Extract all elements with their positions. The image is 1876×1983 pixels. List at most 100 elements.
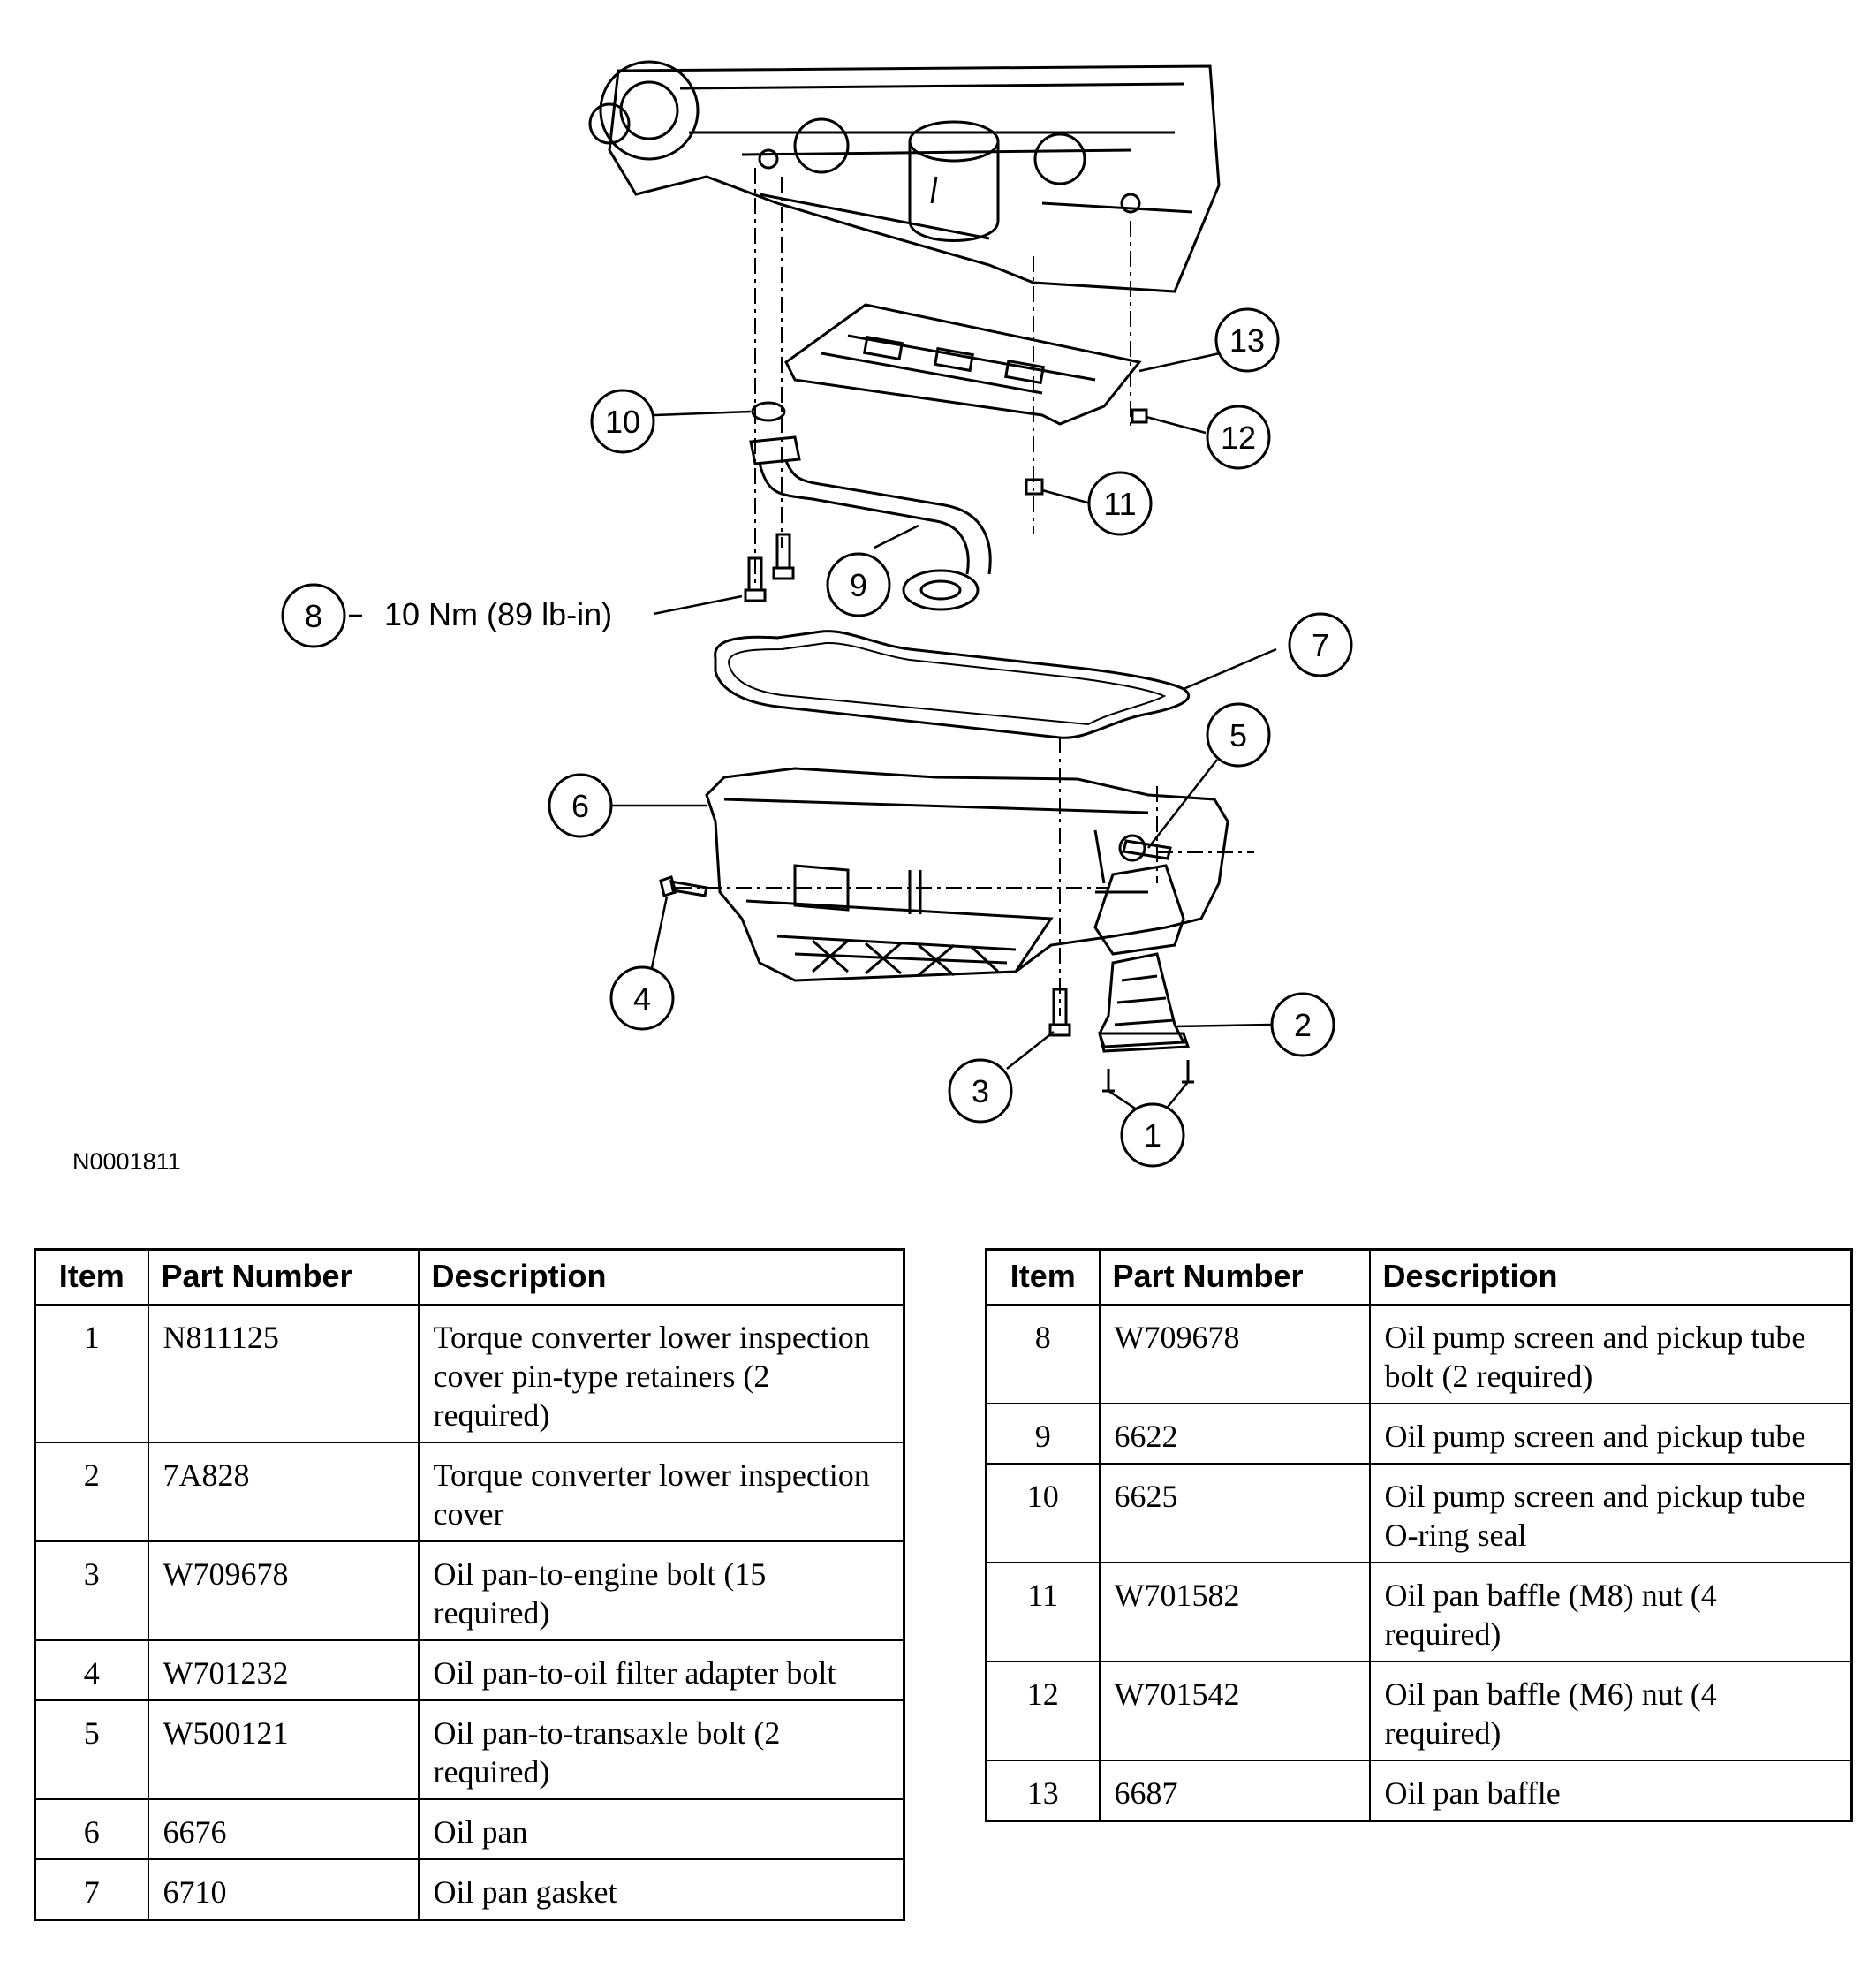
cell-part-number: 6622	[1098, 1403, 1371, 1465]
table-header-row: Item Part Number Description	[985, 1248, 1853, 1306]
svg-text:12: 12	[1221, 420, 1256, 456]
torque-spec: 10 Nm (89 lb-in)	[384, 596, 612, 632]
svg-text:9: 9	[850, 567, 867, 603]
svg-text:3: 3	[972, 1073, 989, 1109]
cell-part-number: 6625	[1098, 1463, 1371, 1563]
cell-description: Oil pump screen and pickup tube O-ring s…	[1368, 1463, 1853, 1563]
cell-description: Oil pan	[417, 1798, 905, 1860]
cell-description: Oil pan-to-oil filter adapter bolt	[417, 1639, 905, 1701]
cell-item: 5	[34, 1699, 149, 1800]
header-description: Description	[417, 1248, 905, 1306]
transaxle-bolt	[1122, 839, 1172, 860]
cell-item: 13	[985, 1760, 1101, 1822]
cell-item: 12	[985, 1661, 1101, 1761]
cell-part-number: N811125	[147, 1304, 420, 1443]
cell-description: Oil pump screen and pickup tube	[1368, 1403, 1853, 1465]
cell-part-number: W701542	[1098, 1661, 1371, 1761]
svg-text:6: 6	[571, 788, 589, 824]
cell-item: 3	[34, 1540, 149, 1641]
callout-8: 8	[281, 583, 346, 648]
filter-adapter-bolt	[659, 875, 708, 897]
cell-part-number: 6676	[147, 1798, 420, 1860]
callout-5: 5	[1206, 702, 1271, 768]
callout-12: 12	[1206, 405, 1271, 470]
cell-item: 7	[34, 1858, 149, 1921]
alignment-lines	[676, 168, 1254, 1016]
cell-item: 11	[985, 1562, 1101, 1662]
cell-part-number: W709678	[1098, 1304, 1371, 1404]
callout-1: 1	[1120, 1102, 1185, 1168]
callout-6: 6	[548, 773, 613, 838]
svg-text:1: 1	[1144, 1117, 1161, 1154]
header-part-number: Part Number	[1098, 1248, 1371, 1306]
oil-pan	[705, 767, 1229, 982]
cell-part-number: W500121	[147, 1699, 420, 1800]
oil-pan-gasket	[714, 630, 1191, 739]
figure-id: N0001811	[72, 1148, 181, 1175]
cell-item: 1	[34, 1304, 149, 1443]
callout-2: 2	[1270, 992, 1335, 1057]
pin-retainers	[1102, 1060, 1194, 1093]
oil-pan-baffle	[784, 303, 1142, 426]
svg-text:5: 5	[1229, 717, 1247, 753]
exploded-parts-diagram: 1 2 3 4 5 6 7 8 9 10 11 12 13 10 Nm (89 …	[281, 60, 1353, 1168]
table-header-row: Item Part Number Description	[34, 1248, 905, 1306]
svg-text:7: 7	[1312, 627, 1329, 663]
cell-description: Oil pan baffle	[1368, 1760, 1853, 1822]
cell-description: Oil pan gasket	[417, 1858, 905, 1921]
callout-10: 10	[590, 389, 655, 454]
cell-part-number: 7A828	[147, 1442, 420, 1542]
cell-description: Oil pump screen and pickup tube bolt (2 …	[1368, 1304, 1853, 1404]
inspection-cover	[1098, 952, 1191, 1053]
cell-item: 6	[34, 1798, 149, 1860]
engine-block	[588, 60, 1221, 293]
callout-13: 13	[1214, 307, 1280, 373]
pickup-tube-bolts	[744, 533, 795, 602]
callout-11: 11	[1087, 471, 1153, 536]
header-item: Item	[985, 1248, 1101, 1306]
callout-4: 4	[609, 965, 675, 1031]
baffle-nuts	[1025, 408, 1148, 496]
callout-7: 7	[1288, 612, 1353, 677]
svg-text:4: 4	[633, 980, 651, 1017]
cell-part-number: W701582	[1098, 1562, 1371, 1662]
cell-part-number: 6687	[1098, 1760, 1371, 1822]
engine-bolt	[1048, 988, 1071, 1037]
svg-text:11: 11	[1103, 486, 1136, 522]
callout-3: 3	[948, 1058, 1013, 1124]
leader-lines	[349, 350, 1277, 1122]
header-part-number: Part Number	[147, 1248, 420, 1306]
cell-item: 4	[34, 1639, 149, 1701]
cell-description: Torque converter lower inspection cover …	[417, 1304, 905, 1443]
o-ring-seal	[751, 401, 786, 422]
callouts: 1 2 3 4 5 6 7 8 9 10 11 12 13	[281, 307, 1353, 1168]
cell-description: Oil pan baffle (M8) nut (4 required)	[1368, 1562, 1853, 1662]
cell-description: Torque converter lower inspection cover	[417, 1442, 905, 1542]
cell-part-number: 6710	[147, 1858, 420, 1921]
cell-item: 8	[985, 1304, 1101, 1404]
cell-description: Oil pan baffle (M6) nut (4 required)	[1368, 1661, 1853, 1761]
cell-part-number: W709678	[147, 1540, 420, 1641]
cell-description: Oil pan-to-transaxle bolt (2 required)	[417, 1699, 905, 1800]
cell-item: 2	[34, 1442, 149, 1542]
header-item: Item	[34, 1248, 149, 1306]
cell-item: 9	[985, 1403, 1101, 1465]
svg-text:8: 8	[305, 598, 322, 634]
cell-description: Oil pan-to-engine bolt (15 required)	[417, 1540, 905, 1641]
svg-text:2: 2	[1294, 1007, 1312, 1043]
